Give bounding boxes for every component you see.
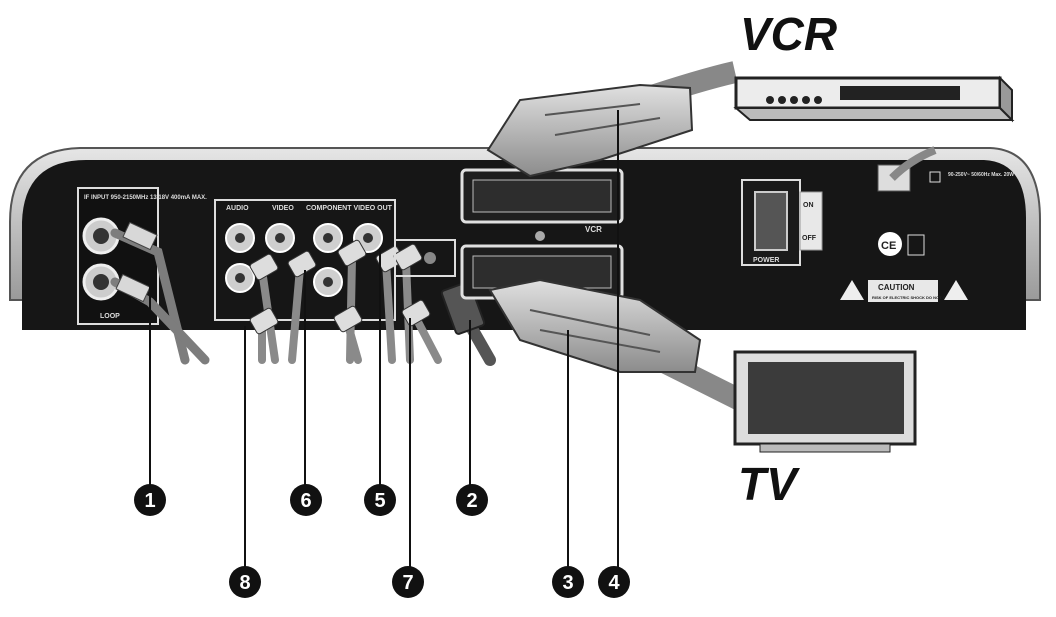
rf-input-connectors: IF INPUT 950-2150MHz 13/18V 400mA MAX. L…	[77, 187, 210, 365]
av-rca-block: AUDIO VIDEO COMPONENT VIDEO OUT	[214, 199, 442, 364]
component-label: COMPONENT VIDEO OUT	[306, 205, 393, 212]
tv-scart-plug	[488, 278, 745, 410]
leader-lines	[149, 110, 619, 570]
caution-sub-label: RISK OF ELECTRIC SHOCK DO NOT OPEN	[872, 295, 954, 300]
callout-2: 2	[456, 484, 488, 516]
callout-5-number: 5	[374, 490, 385, 512]
callout-4: 4	[598, 566, 630, 598]
audio-label: AUDIO	[226, 205, 249, 212]
callout-1-number: 1	[144, 490, 155, 512]
vcr-label: VCR	[740, 8, 837, 60]
callout-7-number: 7	[402, 572, 413, 594]
vcr-device: VCR	[733, 8, 1015, 123]
callout-8: 8	[229, 566, 261, 598]
power-inlet: 90-250V~ 50/60Hz Max. 20W	[877, 146, 1014, 192]
power-label: POWER	[753, 257, 779, 264]
loop-label: LOOP	[100, 313, 120, 320]
vcr-scart-label: VCR	[585, 225, 602, 234]
on-label: ON	[803, 202, 814, 209]
regulatory-marks: CE CAUTION RISK OF ELECTRIC SHOCK DO NOT…	[840, 232, 968, 302]
digital-audio-connector	[394, 239, 496, 366]
callout-2-number: 2	[466, 490, 477, 512]
tv-device: TV	[733, 350, 917, 510]
rating-label: 90-250V~ 50/60Hz Max. 20W	[948, 172, 1014, 178]
callout-3: 3	[552, 566, 584, 598]
tv-label: TV	[738, 458, 800, 510]
callout-5: 5	[364, 484, 396, 516]
callout-1: 1	[134, 484, 166, 516]
off-label: OFF	[802, 235, 817, 242]
scart-ports: VCR TV	[460, 168, 624, 310]
callout-6-number: 6	[300, 490, 311, 512]
power-switch: ON OFF POWER	[741, 179, 823, 266]
rf-in-label: IF INPUT 950-2150MHz 13/18V 400mA MAX.	[84, 195, 207, 201]
callout-6: 6	[290, 484, 322, 516]
caution-label: CAUTION	[878, 283, 915, 292]
vcr-scart-plug	[486, 61, 738, 178]
callout-4-number: 4	[608, 572, 620, 594]
video-label: VIDEO	[272, 205, 294, 212]
callout-3-number: 3	[562, 572, 573, 594]
ce-mark: CE	[881, 240, 896, 252]
callout-8-number: 8	[239, 572, 250, 594]
callout-7: 7	[392, 566, 424, 598]
